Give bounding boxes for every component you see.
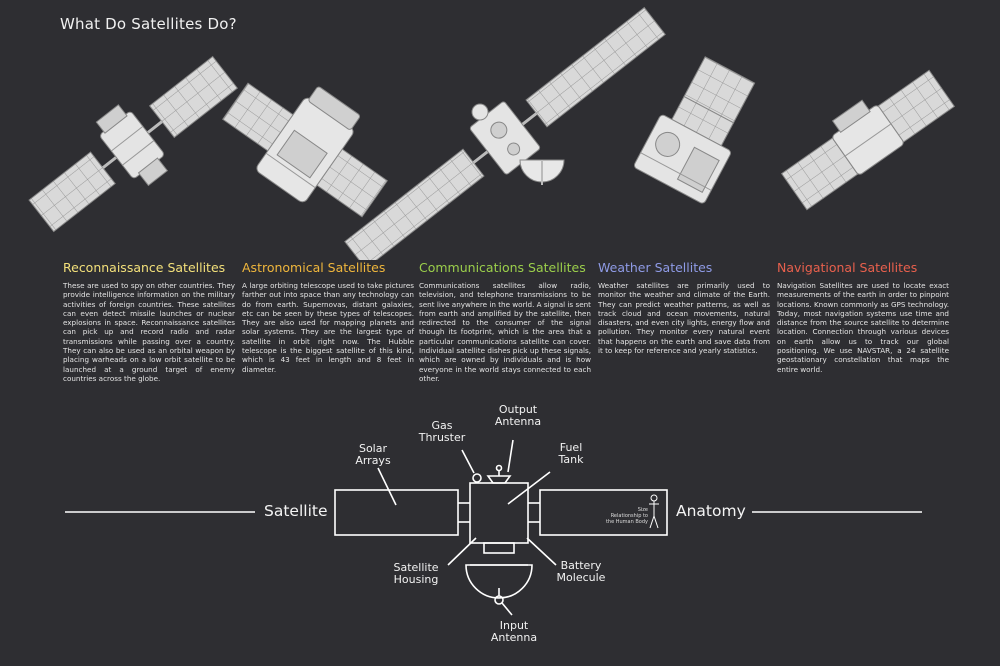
astronomical-title: Astronomical Satellites <box>242 260 386 275</box>
fuel-tank-label: Fuel Tank <box>543 442 599 466</box>
anatomy-heading: Anatomy <box>676 502 746 520</box>
weather-satellite-art <box>633 56 756 204</box>
reconnaissance-title: Reconnaissance Satellites <box>63 260 226 275</box>
gas-thruster-shape <box>472 473 482 483</box>
satellite-heading: Satellite <box>264 502 328 520</box>
astronomical-text: A large orbiting telescope used to take … <box>242 281 414 374</box>
communications-dish-art <box>471 103 565 185</box>
satellite-housing-shape <box>465 564 533 599</box>
input-antenna-text: Input Antenna <box>490 619 538 644</box>
output-antenna-label: Output Antenna <box>490 404 546 428</box>
solar-arrays-label: Solar Arrays <box>345 443 401 467</box>
satellite-housing-text: Satellite Housing <box>393 561 439 586</box>
satellite-housing-label: Satellite Housing <box>388 562 444 586</box>
left-solar-array <box>334 489 459 536</box>
page-title: What Do Satellites Do? <box>60 15 237 33</box>
satellite-illustrations <box>28 6 956 260</box>
right-solar-array <box>539 489 668 536</box>
reconnaissance-text: These are used to spy on other countries… <box>63 281 235 383</box>
navigational-section: Navigational Satellites Navigation Satel… <box>777 260 949 374</box>
output-antenna-shape <box>486 475 512 484</box>
gas-thruster-text: Gas Thruster <box>418 419 466 444</box>
communications-section: Communications Satellites Communications… <box>419 260 591 383</box>
astronomical-satellite-art <box>222 82 388 218</box>
weather-title: Weather Satellites <box>598 260 713 275</box>
communications-text: Communications satellites allow radio, t… <box>419 281 591 383</box>
input-antenna-shape <box>494 595 504 605</box>
input-antenna-label: Input Antenna <box>486 620 542 644</box>
gas-thruster-label: Gas Thruster <box>414 420 470 444</box>
satellite-body <box>469 482 529 544</box>
satellite-anatomy-diagram <box>65 439 922 616</box>
solar-arrays-text: Solar Arrays <box>355 442 391 467</box>
battery-molecule-text: Battery Molecule <box>556 559 606 584</box>
size-relationship-note: Size Relationship to the Human Body <box>596 507 648 525</box>
size-relationship-text: Size Relationship to the Human Body <box>605 507 648 525</box>
communications-title: Communications Satellites <box>419 260 586 275</box>
weather-text: Weather satellites are primarily used to… <box>598 281 770 356</box>
astronomical-section: Astronomical Satellites A large orbiting… <box>242 260 414 374</box>
reconnaissance-section: Reconnaissance Satellites These are used… <box>63 260 235 383</box>
navigational-satellite-art <box>780 69 956 211</box>
navigational-title: Navigational Satellites <box>777 260 918 275</box>
navigational-text: Navigation Satellites are used to locate… <box>777 281 949 374</box>
fuel-tank-text: Fuel Tank <box>558 441 584 466</box>
communications-satellite-art <box>344 6 666 260</box>
reconnaissance-satellite-art <box>28 55 239 233</box>
output-antenna-text: Output Antenna <box>494 403 542 428</box>
battery-molecule-label: Battery Molecule <box>553 560 609 584</box>
human-scale-figure <box>649 494 659 529</box>
weather-section: Weather Satellites Weather satellites ar… <box>598 260 770 355</box>
